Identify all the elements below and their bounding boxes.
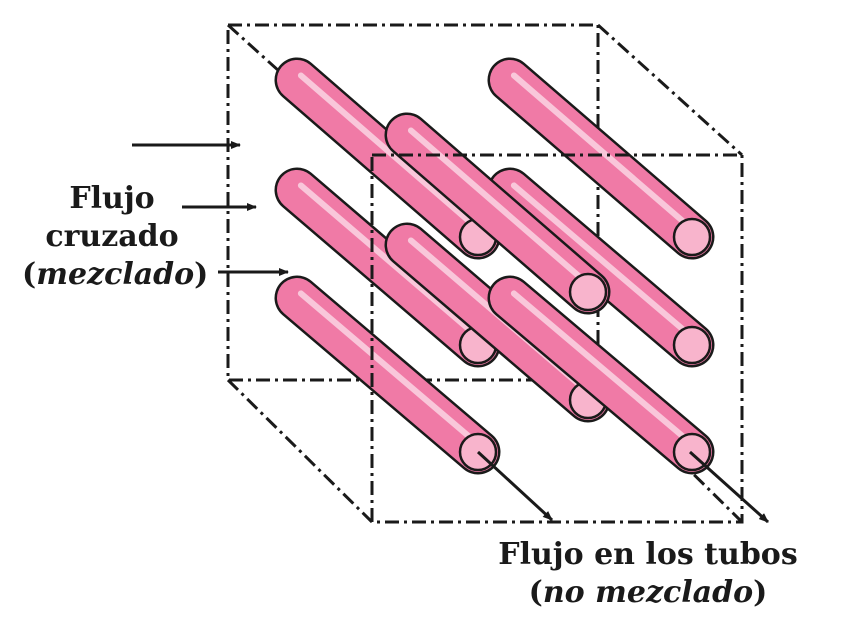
tube-flow-label-line2: (no mezclado) <box>528 575 768 610</box>
cross-flow-mixed-text: mezclado <box>36 257 195 292</box>
cross-flow-label: Flujo cruzado (mezclado) <box>22 180 209 294</box>
tube <box>274 275 501 475</box>
tube <box>384 112 611 315</box>
cross-flow-label-line3: (mezclado) <box>22 257 209 292</box>
cross-flow-arrows <box>132 141 289 276</box>
tube-flow-arrow-left <box>476 450 554 522</box>
box-front-face <box>370 153 744 524</box>
cross-flow-label-line2: cruzado <box>45 219 179 254</box>
tube <box>487 57 715 260</box>
tube <box>274 167 501 368</box>
tube <box>487 167 715 368</box>
cross-flow-label-line1: Flujo <box>69 181 155 216</box>
tube-bundle <box>274 57 715 475</box>
tube-flow-label: Flujo en los tubos (no mezclado) <box>498 536 798 612</box>
tube-flow-arrows <box>476 450 770 524</box>
tube-flow-label-line1: Flujo en los tubos <box>498 537 798 572</box>
tube <box>487 275 715 475</box>
tube-flow-unmixed-text: no mezclado <box>542 575 754 610</box>
tube-flow-arrow-right <box>688 450 770 524</box>
